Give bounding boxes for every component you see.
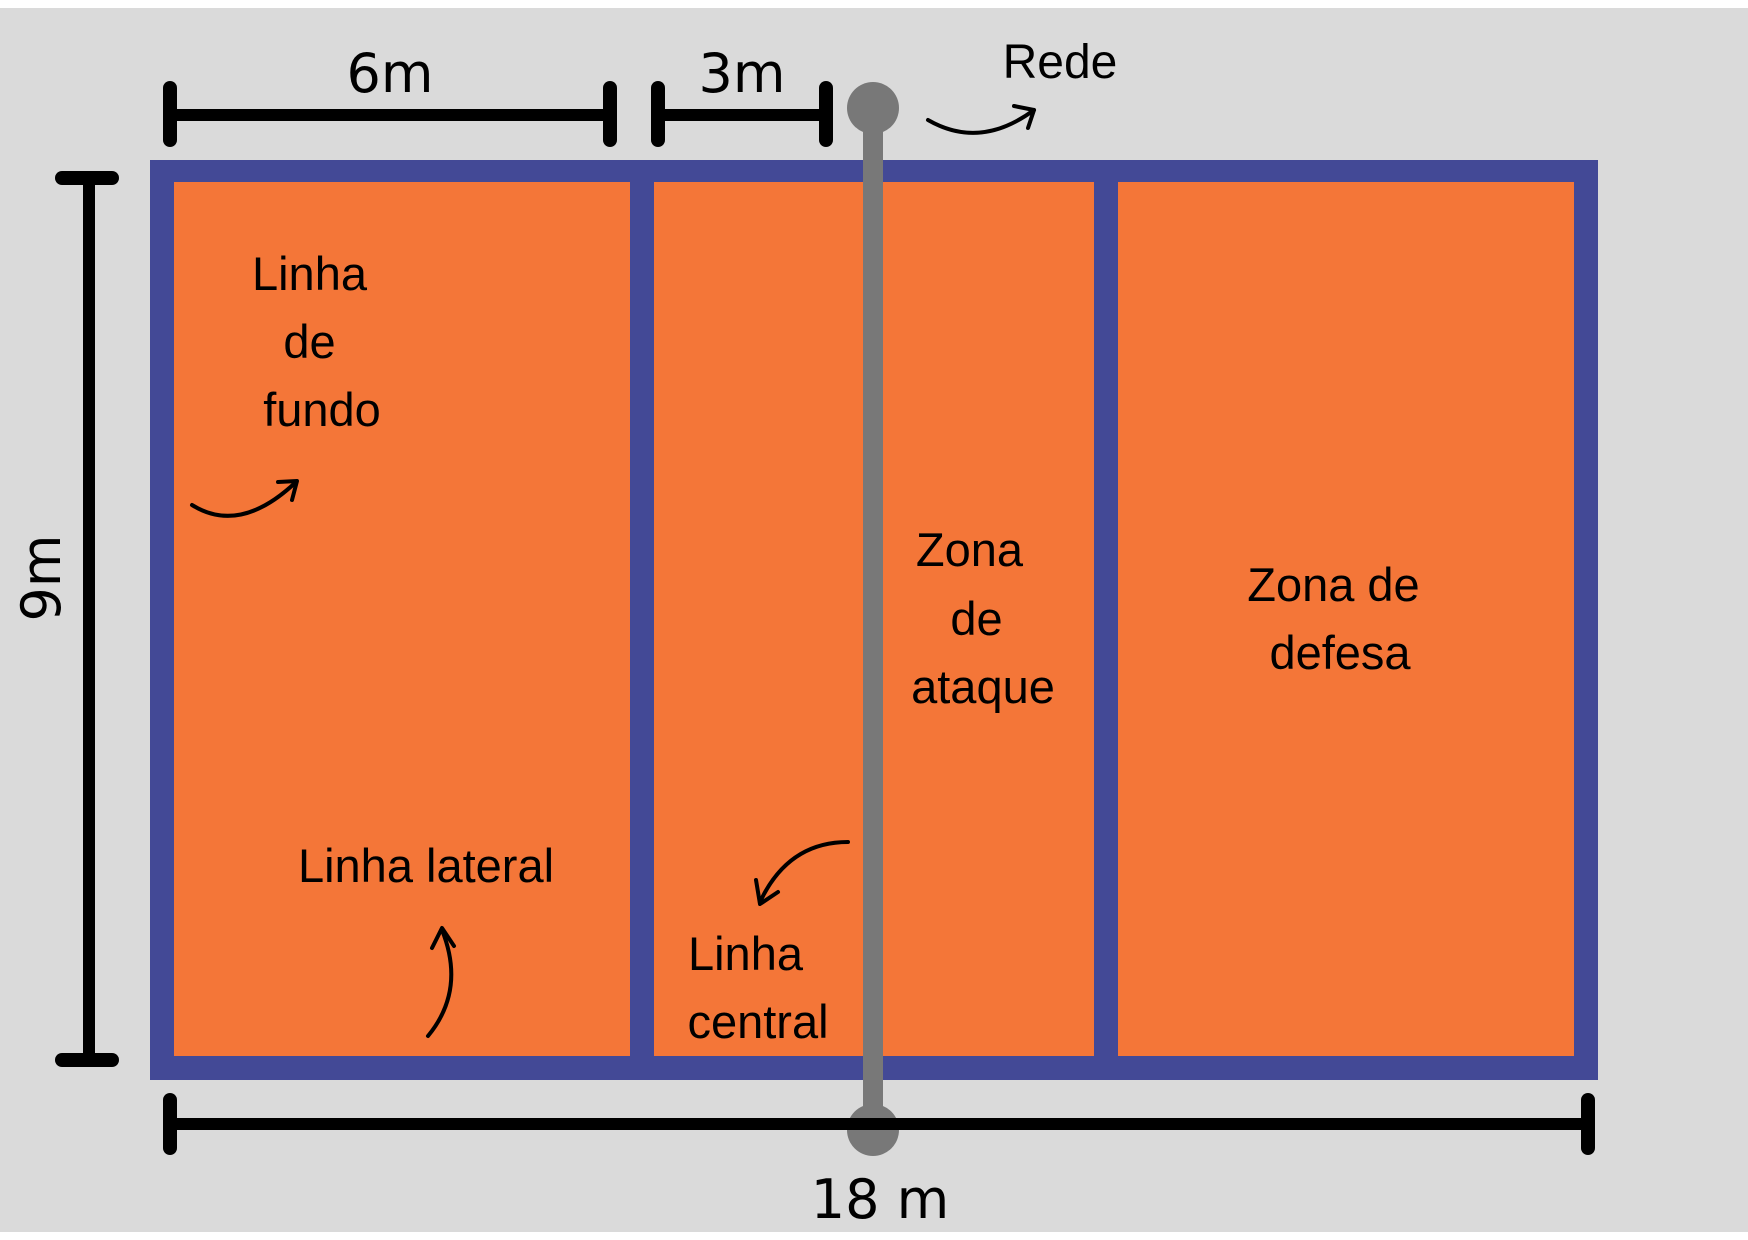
end-line-label-line: de — [283, 315, 335, 368]
dimension-3m-label: 3m — [699, 42, 786, 105]
arrow-icon — [426, 928, 454, 1038]
end-line-label-line: Linha — [252, 247, 368, 300]
center-line-label: Linha central — [687, 927, 828, 1048]
dimension-backcourt: 6m — [163, 42, 617, 147]
dimension-width: 9m — [10, 171, 119, 1067]
side-line-label: Linha lateral — [298, 839, 554, 892]
backcourt-area-left — [174, 182, 630, 1056]
center-line-label-line: central — [687, 995, 828, 1048]
defense-zone-area — [1118, 182, 1574, 1056]
center-line-callout: Linha central — [687, 840, 850, 1048]
attack-zone-label-line: Zona — [916, 523, 1024, 576]
net-label: Rede — [1003, 36, 1118, 89]
side-line-callout: Linha lateral — [298, 839, 554, 1038]
arrow-icon — [926, 108, 1036, 135]
end-line-label-line: fundo — [263, 383, 381, 436]
net-callout: Rede — [926, 36, 1118, 135]
defense-zone-label-line: defesa — [1269, 626, 1411, 679]
end-line-callout: Linha de fundo — [190, 247, 381, 518]
end-line-label: Linha de fundo — [252, 247, 381, 436]
dimension-18m-label: 18 m — [811, 1168, 949, 1231]
arrow-icon — [190, 480, 298, 518]
defense-zone-label-line: Zona de — [1247, 558, 1419, 611]
arrow-head-icon — [430, 926, 456, 950]
attack-zone-label: Zona de ataque — [911, 523, 1055, 713]
arrow-head-icon — [754, 878, 780, 906]
center-line-label-line: Linha — [688, 927, 804, 980]
attack-zone-label-line: ataque — [911, 660, 1055, 713]
arrow-head-icon — [1012, 104, 1036, 130]
arrow-head-icon — [276, 479, 299, 502]
dimension-length: 18 m — [163, 1093, 1595, 1231]
dimension-6m-label: 6m — [347, 42, 434, 105]
arrow-icon — [758, 840, 850, 904]
dimension-attack: 3m — [651, 42, 833, 147]
dimension-9m-label: 9m — [10, 535, 73, 622]
net-top-post — [847, 82, 899, 134]
net — [847, 82, 899, 1156]
defense-zone-label: Zona de defesa — [1247, 558, 1433, 679]
attack-zone-label-line: de — [950, 592, 1002, 645]
